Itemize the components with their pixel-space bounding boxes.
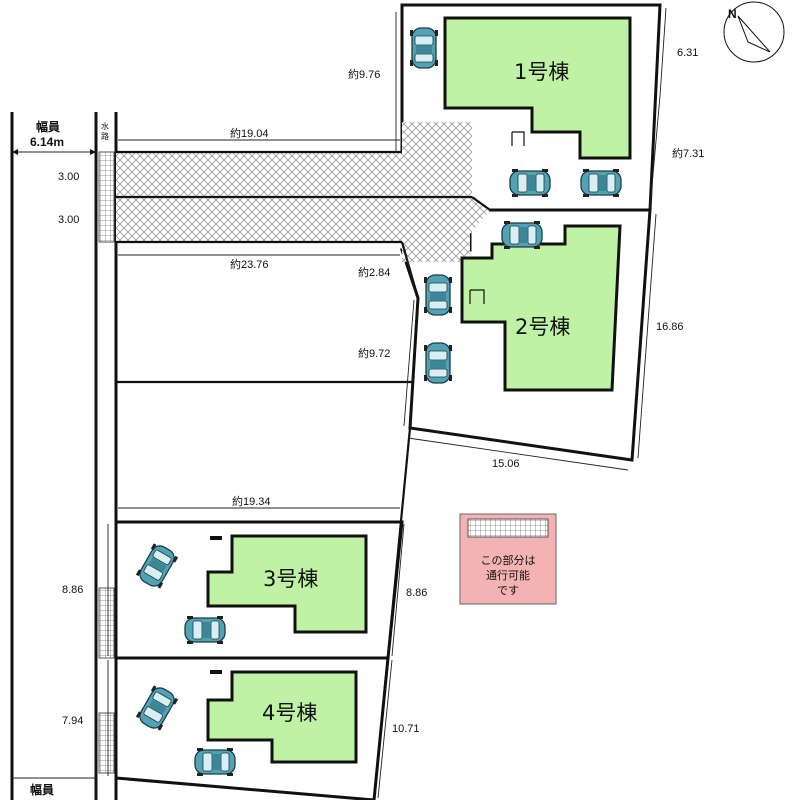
car-icon <box>423 342 453 384</box>
car-icon <box>580 168 622 198</box>
entrance-mark <box>511 131 525 146</box>
dim-lot2-west-a: 約2.84 <box>358 265 390 279</box>
south-road-label: 幅員 <box>30 782 54 797</box>
west-road-width: 6.14m <box>30 135 64 149</box>
note-line-3: です <box>497 584 519 597</box>
car-icon <box>194 747 236 777</box>
car-icon <box>184 615 226 645</box>
note-line-1: この部分は <box>481 553 536 567</box>
waterway-grate <box>98 151 115 243</box>
house-2-label: 2号棟 <box>515 315 570 339</box>
house-4 <box>206 670 358 764</box>
house-3-label: 3号棟 <box>263 567 318 591</box>
dim-lot3-west: 8.86 <box>62 584 83 596</box>
compass-label: N <box>728 7 737 21</box>
east-boundary <box>372 427 412 800</box>
dim-lot4-west: 7.94 <box>62 715 83 727</box>
dim-lot3-north: 約19.34 <box>232 494 271 508</box>
car-icon <box>509 168 551 198</box>
dim-lot2-west-b: 約9.72 <box>358 346 390 360</box>
dim-lane-width-1: 3.00 <box>58 171 79 183</box>
dim-lane-length-upper: 約19.04 <box>230 126 269 140</box>
dim-lot4-east: 10.71 <box>392 723 420 735</box>
waterway-label-2: 路 <box>101 131 109 141</box>
dim-lot2-east: 16.86 <box>656 321 684 333</box>
west-road-label: 幅員 <box>36 119 60 134</box>
access-lane <box>116 122 490 262</box>
car-icon <box>409 27 439 69</box>
car-icon <box>501 220 543 250</box>
waterway-grate <box>98 587 115 659</box>
house-4-label: 4号棟 <box>262 701 317 725</box>
waterway-label-1: 水 <box>101 121 109 131</box>
note-line-2: 通行可能 <box>486 568 530 582</box>
dim-lot2-south: 15.06 <box>492 458 520 470</box>
dim-lot1-west: 約9.76 <box>348 67 380 81</box>
car-icon <box>423 274 453 316</box>
north-arrow-icon: N <box>723 1 785 63</box>
house-1-label: 1号棟 <box>514 60 569 84</box>
dim-lot1-north-east: 6.31 <box>677 47 698 59</box>
dim-lot1-east: 約7.31 <box>672 146 704 160</box>
dim-lot3-east: 8.86 <box>406 587 427 599</box>
waterway-grate <box>98 712 115 774</box>
dim-lane-width-2: 3.00 <box>58 214 79 226</box>
house-3 <box>206 534 368 634</box>
house-1 <box>443 16 632 160</box>
dim-lane-length-lower: 約23.76 <box>230 257 269 271</box>
entrance-mark <box>469 289 485 304</box>
